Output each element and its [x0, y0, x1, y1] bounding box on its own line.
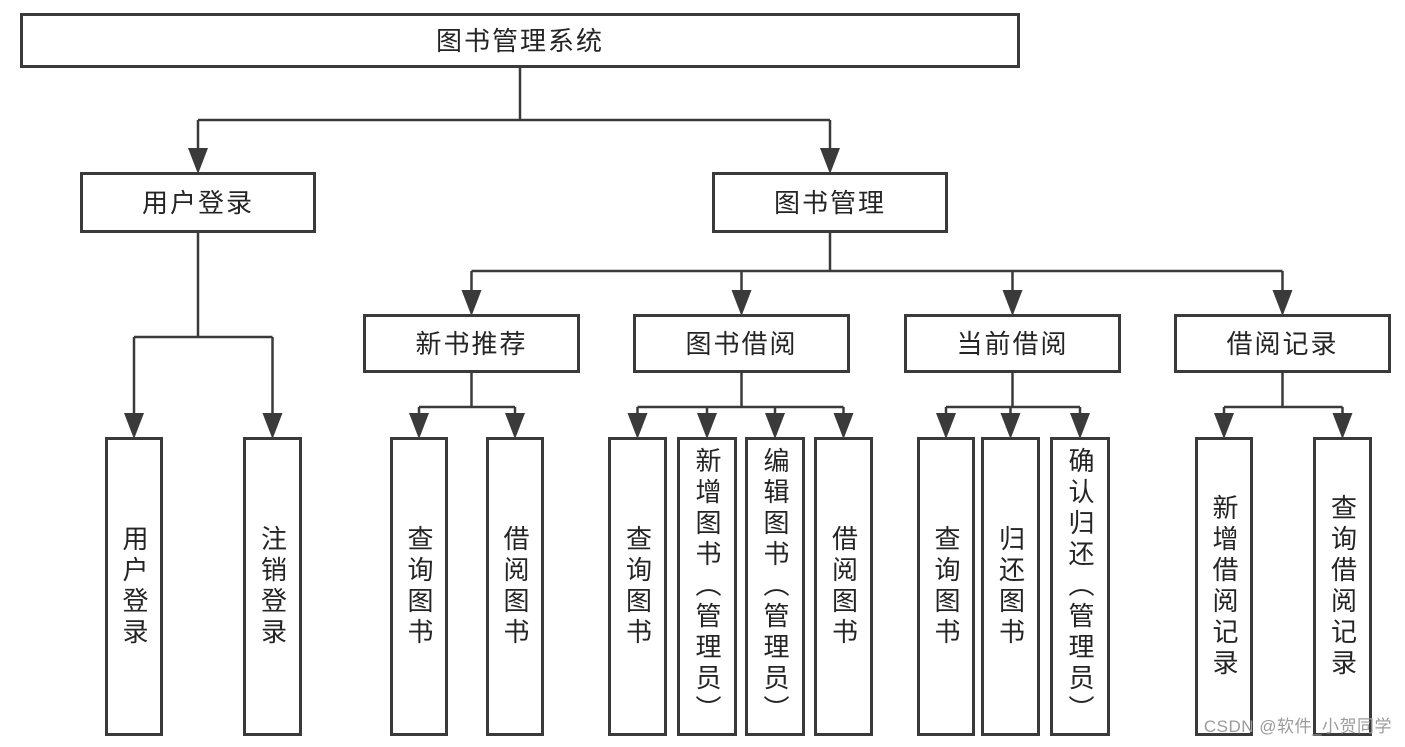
node-label-rec-query-books: 查询图书	[404, 524, 434, 649]
node-label-rec-borrow-books: 借阅图书	[500, 524, 530, 649]
node-bb-borrow-books: 借阅图书	[814, 437, 873, 736]
arrowhead-down-icon	[936, 413, 956, 439]
node-label-cb-confirm-return-admin: 确认归还（管理员）	[1065, 447, 1095, 726]
node-book-borrowing: 图书借阅	[633, 314, 850, 373]
node-bb-query-books: 查询图书	[608, 437, 667, 736]
arrowhead-down-icon	[188, 148, 208, 174]
node-label-user-login: 用户登录	[119, 524, 149, 649]
arrowhead-down-icon	[461, 290, 482, 316]
node-label-br-query-record: 查询借阅记录	[1327, 493, 1358, 680]
arrowhead-down-icon	[124, 413, 144, 439]
node-label-cb-query-books: 查询图书	[931, 524, 961, 649]
arrowhead-down-icon	[627, 413, 648, 439]
node-br-add-record: 新增借阅记录	[1195, 437, 1253, 736]
node-current-borrowing: 当前借阅	[904, 314, 1121, 373]
arrowhead-down-icon	[833, 413, 854, 439]
node-label-bb-query-books: 查询图书	[622, 524, 653, 649]
arrowhead-down-icon	[697, 413, 717, 439]
node-new-book-recommend: 新书推荐	[363, 314, 580, 373]
node-cb-return-books: 归还图书	[981, 437, 1040, 736]
arrowhead-down-icon	[1000, 413, 1021, 439]
node-label-borrowing-records: 借阅记录	[1226, 328, 1339, 359]
node-label-bb-add-books-admin: 新增图书（管理员）	[692, 447, 722, 726]
arrowhead-down-icon	[505, 413, 525, 439]
node-label-br-add-record: 新增借阅记录	[1209, 493, 1239, 680]
node-label-new-book-recommend: 新书推荐	[415, 328, 528, 359]
node-library-system: 图书管理系统	[20, 13, 1020, 68]
arrowhead-down-icon	[731, 290, 752, 316]
node-label-cb-return-books: 归还图书	[995, 524, 1026, 649]
arrowhead-down-icon	[820, 148, 840, 174]
node-book-management: 图书管理	[712, 172, 948, 233]
arrowhead-down-icon	[1002, 290, 1023, 316]
node-bb-edit-books-admin: 编辑图书（管理员）	[745, 437, 805, 736]
arrowhead-down-icon	[1070, 413, 1090, 439]
arrowhead-down-icon	[765, 413, 785, 439]
node-rec-query-books: 查询图书	[390, 437, 448, 736]
node-label-logout-login: 注销登录	[257, 524, 288, 649]
node-label-current-borrowing: 当前借阅	[956, 328, 1069, 359]
node-borrowing-records: 借阅记录	[1174, 314, 1391, 373]
arrowhead-down-icon	[1272, 290, 1293, 316]
node-label-bb-edit-books-admin: 编辑图书（管理员）	[760, 447, 790, 726]
node-label-bb-borrow-books: 借阅图书	[828, 524, 859, 649]
node-br-query-record: 查询借阅记录	[1313, 437, 1372, 736]
arrowhead-down-icon	[409, 413, 429, 439]
node-user-login: 用户登录	[105, 437, 163, 736]
node-label-user-login-group: 用户登录	[141, 187, 254, 218]
node-cb-confirm-return-admin: 确认归还（管理员）	[1050, 437, 1110, 736]
node-logout-login: 注销登录	[243, 437, 302, 736]
node-user-login-group: 用户登录	[80, 172, 316, 233]
node-label-book-management: 图书管理	[773, 187, 886, 218]
node-label-book-borrowing: 图书借阅	[685, 328, 798, 359]
node-bb-add-books-admin: 新增图书（管理员）	[677, 437, 737, 736]
node-rec-borrow-books: 借阅图书	[486, 437, 544, 736]
arrowhead-down-icon	[262, 413, 283, 439]
arrowhead-down-icon	[1214, 413, 1234, 439]
node-label-library-system: 图书管理系统	[435, 25, 604, 56]
node-cb-query-books: 查询图书	[917, 437, 975, 736]
arrowhead-down-icon	[1332, 413, 1353, 439]
